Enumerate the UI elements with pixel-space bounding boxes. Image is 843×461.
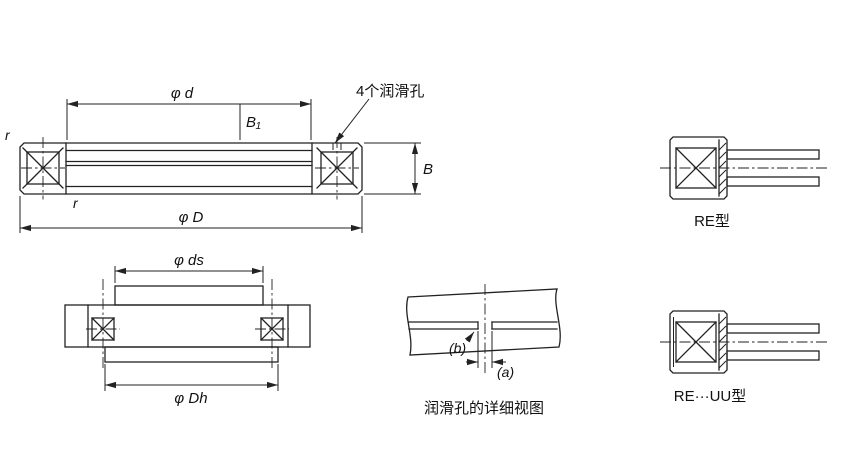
reuu-inner-ring-top	[726, 323, 820, 334]
detail-caption: 润滑孔的详细视图	[424, 400, 544, 417]
bearing-outer-profile	[19, 142, 363, 195]
lube-hole	[332, 143, 342, 150]
roller-centerlines	[21, 137, 359, 200]
re-uu-type-view: RE···UU型	[660, 310, 828, 405]
re-type-view: RE型	[660, 136, 828, 230]
dim-label-a: (a)	[497, 364, 514, 380]
dim-width-extension-lines	[364, 142, 421, 195]
re-hatching	[718, 142, 727, 195]
bearing-face-seam-lines	[65, 149, 313, 188]
mount-body-seams	[87, 304, 289, 348]
lube-callout-leader	[334, 98, 370, 144]
reuu-hatching	[718, 316, 727, 369]
re-roller-cross	[675, 147, 717, 189]
detail-hole-sides	[477, 321, 493, 330]
lube-hole-detail-view: (b) (a) 润滑孔的详细视图	[406, 284, 561, 417]
mount-left-roller-cross	[91, 317, 115, 341]
dim-label-b: (b)	[449, 340, 466, 356]
dim-bore-extension-lines	[66, 99, 312, 140]
chamfer-label-left: r	[5, 127, 11, 143]
detail-break-outline	[406, 288, 561, 356]
re-inner-ring-top	[726, 149, 820, 160]
mount-body	[64, 304, 311, 348]
reuu-roller-cross	[675, 321, 717, 363]
mounting-cross-section: φ ds φ Dh	[64, 252, 311, 407]
mount-top-flange	[114, 285, 264, 306]
dim-label-outer: φ D	[179, 209, 204, 226]
reuu-roller	[675, 321, 717, 363]
mount-right-roller-cross	[260, 317, 284, 341]
dim-dh-extension-lines	[104, 364, 279, 391]
dim-ds-extension-lines	[114, 266, 264, 283]
re-uu-type-label: RE···UU型	[674, 388, 747, 405]
dim-label-width: B	[423, 161, 433, 178]
dim-label-dh: φ Dh	[174, 390, 207, 407]
re-ring-profile	[669, 136, 728, 200]
dim-b-leader	[464, 331, 475, 343]
mount-right-roller	[260, 317, 284, 341]
mount-left-roller	[91, 317, 115, 341]
re-inner-ring-bottom	[726, 176, 820, 187]
mount-centerlines	[86, 279, 289, 369]
lube-callout-label: 4个润滑孔	[356, 83, 424, 100]
main-cross-section: φ d B₁ 4个润滑孔 B φ D r r	[5, 83, 433, 233]
chamfer-label-inner: r	[73, 195, 79, 211]
re-type-label: RE型	[694, 213, 730, 230]
dim-label-ds: φ ds	[174, 252, 204, 269]
re-roller	[675, 147, 717, 189]
dim-label-bore: φ d	[171, 85, 194, 102]
mount-bottom-flange	[104, 346, 279, 363]
bearing-bore-edges	[65, 142, 313, 195]
dim-label-b1: B₁	[246, 114, 261, 131]
detail-groove-lines	[408, 321, 558, 330]
reuu-ring-profile	[669, 310, 728, 374]
reuu-inner-ring-bottom	[726, 350, 820, 361]
